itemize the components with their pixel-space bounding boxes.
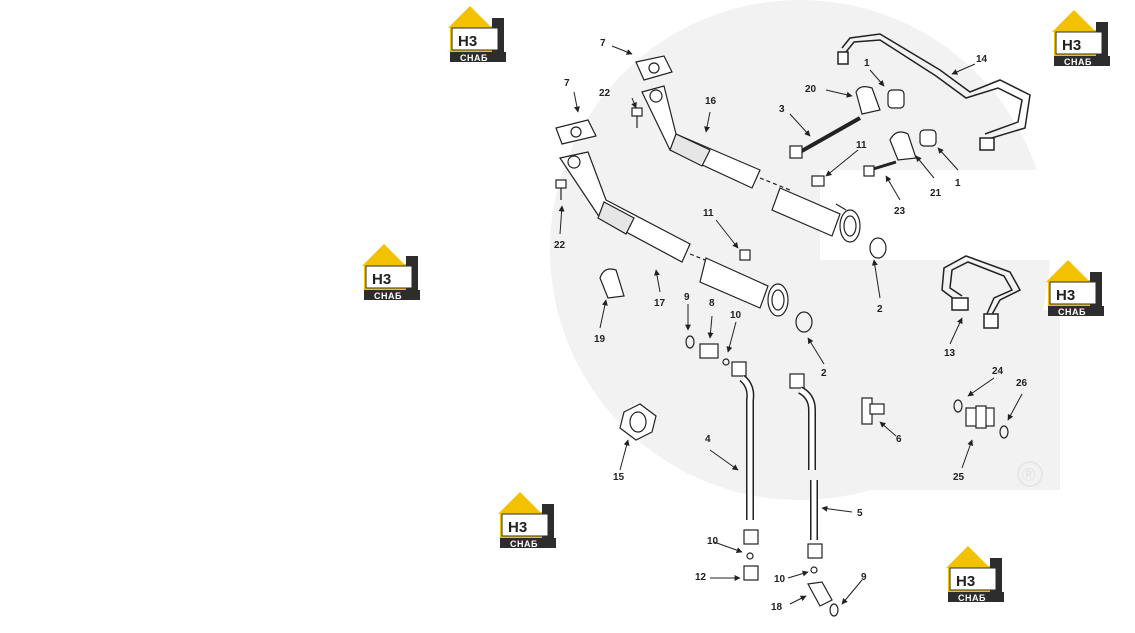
- callout-22: 22: [554, 240, 566, 251]
- svg-text:СНАБ: СНАБ: [510, 539, 538, 549]
- part-2-oring: [795, 311, 813, 333]
- callout-25: 25: [953, 472, 965, 483]
- callout-12: 12: [695, 572, 707, 583]
- part-22-bolt: [555, 179, 567, 200]
- logo-h3snab: H3 СНАБ: [361, 243, 421, 301]
- svg-text:H3: H3: [458, 33, 477, 50]
- part-8-adapter: [699, 343, 719, 359]
- callout-1: 1: [955, 178, 961, 189]
- callout-24: 24: [992, 366, 1004, 377]
- part-21-clamp: [889, 131, 917, 161]
- callout-14: 14: [976, 54, 988, 65]
- part-11-nut: [811, 175, 825, 187]
- logo-h3snab: H3 СНАБ: [447, 5, 507, 63]
- part-10-oring: [746, 552, 754, 560]
- callout-labels: 7 7 22 16 3 20 1 14 11 21 1 23 2 11 22 1…: [554, 38, 1028, 613]
- svg-text:СНАБ: СНАБ: [958, 593, 986, 603]
- callout-9: 9: [684, 292, 690, 303]
- callout-4: 4: [705, 434, 711, 445]
- part-14-tube: [837, 33, 1031, 151]
- part-11-nut: [739, 249, 751, 261]
- part-10-oring: [810, 566, 818, 574]
- callout-17: 17: [654, 298, 666, 309]
- leader-lines: [558, 45, 1023, 605]
- part-1-spacer: [887, 89, 905, 109]
- callout-15: 15: [613, 472, 625, 483]
- svg-text:H3: H3: [956, 573, 975, 590]
- part-19-clamp: [599, 268, 625, 299]
- callout-26: 26: [1016, 378, 1028, 389]
- part-26-oring: [999, 425, 1009, 439]
- callout-7: 7: [564, 78, 570, 89]
- callout-20: 20: [805, 84, 817, 95]
- part-20-clamp: [855, 86, 881, 115]
- callout-18: 18: [771, 602, 783, 613]
- part-9-oring: [829, 603, 839, 617]
- svg-text:H3: H3: [1056, 287, 1075, 304]
- callout-19: 19: [594, 334, 606, 345]
- svg-text:СНАБ: СНАБ: [374, 291, 402, 301]
- part-10-oring: [722, 358, 730, 366]
- part-1-spacer: [919, 129, 937, 147]
- svg-text:H3: H3: [1062, 37, 1081, 54]
- part-23-bolt: [863, 160, 897, 177]
- logo-h3snab: H3 СНАБ: [945, 545, 1005, 603]
- logo-h3snab: H3 СНАБ: [1051, 9, 1111, 67]
- svg-text:H3: H3: [372, 271, 391, 288]
- callout-6: 6: [896, 434, 902, 445]
- part-connector-lower: [699, 257, 789, 317]
- part-9-oring: [685, 335, 695, 349]
- part-connector-upper: [771, 187, 861, 243]
- part-16-tube: [641, 85, 791, 191]
- svg-text:H3: H3: [508, 519, 527, 536]
- part-2-oring: [869, 237, 887, 259]
- part-24-oring: [953, 399, 963, 413]
- part-7-gasket: [555, 119, 597, 145]
- part-13-tube: [941, 255, 1022, 329]
- callout-10: 10: [774, 574, 786, 585]
- logo-h3snab: H3 СНАБ: [497, 491, 557, 549]
- svg-text:СНАБ: СНАБ: [1058, 307, 1086, 317]
- svg-text:СНАБ: СНАБ: [1064, 57, 1092, 67]
- logo-h3snab: H3 СНАБ: [1045, 259, 1105, 317]
- callout-10: 10: [707, 536, 719, 547]
- callout-7: 7: [600, 38, 606, 49]
- callout-11: 11: [703, 208, 714, 219]
- callout-3: 3: [779, 104, 785, 115]
- part-7-gasket: [635, 55, 673, 81]
- part-12-plug: [743, 565, 759, 581]
- part-17-tube: [559, 151, 711, 263]
- part-3-bolt: [789, 116, 861, 159]
- callout-8: 8: [709, 298, 715, 309]
- callout-13: 13: [944, 348, 956, 359]
- part-5-hose: [789, 373, 823, 559]
- watermark: [550, 0, 1060, 500]
- part-4-hose: [731, 361, 759, 545]
- callout-1: 1: [864, 58, 870, 69]
- callout-23: 23: [894, 206, 906, 217]
- part-25-adapter: [965, 405, 995, 429]
- part-6-tee: [861, 397, 885, 425]
- part-22-bolt: [631, 107, 643, 128]
- callout-16: 16: [705, 96, 717, 107]
- callout-5: 5: [857, 508, 863, 519]
- registered-mark: ®: [1022, 465, 1035, 485]
- callout-2: 2: [821, 368, 827, 379]
- callout-11: 11: [856, 140, 867, 151]
- part-18-elbow: [807, 581, 833, 607]
- callout-21: 21: [930, 188, 942, 199]
- part-15-nut: [619, 403, 657, 441]
- callout-22: 22: [599, 88, 611, 99]
- callout-2: 2: [877, 304, 883, 315]
- svg-text:СНАБ: СНАБ: [460, 53, 488, 63]
- callout-9: 9: [861, 572, 867, 583]
- callout-10: 10: [730, 310, 742, 321]
